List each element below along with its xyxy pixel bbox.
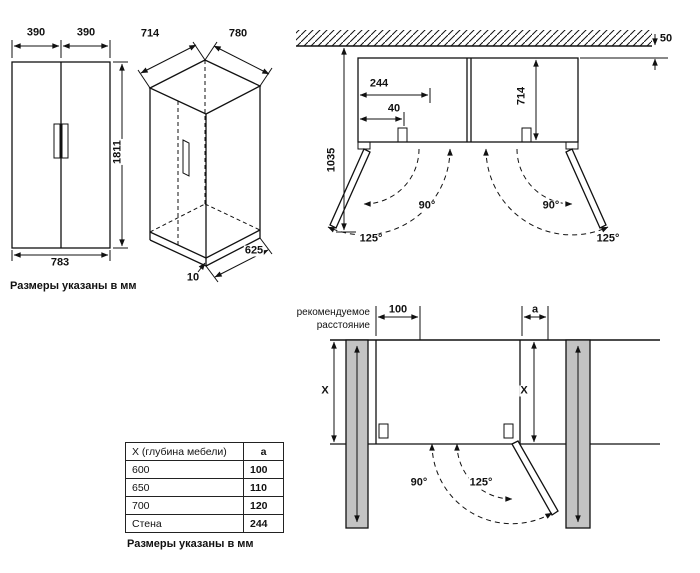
table-row: 650 110 — [125, 478, 284, 497]
dim-wall-gap: 50 — [658, 32, 674, 45]
table-cell-a: 100 — [243, 460, 284, 479]
dim-niche-a: a — [530, 303, 540, 316]
table-cell-a: 120 — [243, 496, 284, 515]
hinge-block-left — [378, 423, 389, 439]
angle-label-90-right: 90° — [541, 199, 561, 212]
dim-fridge-width: 783 — [49, 256, 71, 269]
angle-label-90: 90° — [409, 476, 429, 489]
dim-fridge-height: 1811 — [111, 139, 124, 165]
units-note-bottom: Размеры указаны в мм — [127, 538, 254, 550]
door-swing-arcs — [429, 443, 553, 525]
clearance-table: X (глубина мебели) a 600 100 650 110 700… — [125, 442, 284, 533]
table-row: 600 100 — [125, 460, 284, 479]
recommended-distance-line1: рекомендуемое — [296, 307, 370, 318]
table-header-depth: X (глубина мебели) — [125, 442, 244, 461]
niche-dimensions — [331, 306, 549, 443]
angle-label-125-right: 125° — [595, 232, 621, 245]
open-door-right — [565, 148, 607, 229]
units-note-top: Размеры указаны в мм — [10, 280, 137, 292]
dim-side-clearance: 244 — [368, 77, 390, 90]
dim-door-depth: 714 — [515, 85, 528, 107]
door-handle-right — [61, 123, 69, 159]
hinge-block-right — [503, 423, 514, 439]
table-cell-depth: 600 — [125, 460, 244, 479]
hinge-block-left — [397, 127, 408, 143]
table-cell-depth: Стена — [125, 514, 244, 533]
table-row: Стена 244 — [125, 514, 284, 533]
dim-iso-depth: 714 — [139, 27, 161, 40]
door-swing-arcs — [327, 148, 609, 236]
angle-label-125-left: 125° — [358, 232, 384, 245]
open-door — [511, 440, 559, 516]
dim-iso-width: 780 — [227, 27, 249, 40]
dim-total-depth: 1035 — [325, 146, 338, 174]
dim-door-right-width: 390 — [75, 26, 97, 39]
dim-door-left-width: 390 — [25, 26, 47, 39]
recommended-distance-label: рекомендуемое расстояние — [280, 306, 370, 332]
dim-iso-base-height: 10 — [185, 271, 201, 284]
table-cell-a: 244 — [243, 514, 284, 533]
recommended-distance-line2: расстояние — [316, 320, 370, 331]
table-cell-depth: 700 — [125, 496, 244, 515]
niche-view-drawing — [330, 306, 660, 529]
dim-x-right: X — [519, 384, 529, 397]
top-view-dimensions — [336, 34, 668, 233]
hinge-block-right — [521, 127, 532, 143]
table-cell-depth: 650 — [125, 478, 244, 497]
wall-hatch — [296, 30, 652, 46]
dim-hinge-offset: 40 — [386, 102, 402, 115]
angle-label-125: 125° — [468, 476, 494, 489]
angle-label-90-left: 90° — [417, 199, 437, 212]
table-header-row: X (глубина мебели) a — [125, 442, 284, 461]
front-view-drawing — [11, 40, 128, 261]
dim-iso-depth-bottom: 625 — [243, 244, 265, 257]
dim-niche-gap: 100 — [387, 303, 409, 316]
table-header-a: a — [243, 442, 284, 461]
table-row: 700 120 — [125, 496, 284, 515]
table-cell-a: 110 — [243, 478, 284, 497]
iso-door-handle — [182, 139, 190, 177]
top-view-drawing — [296, 30, 668, 236]
door-handle-left — [53, 123, 61, 159]
dim-x-left: X — [320, 384, 330, 397]
